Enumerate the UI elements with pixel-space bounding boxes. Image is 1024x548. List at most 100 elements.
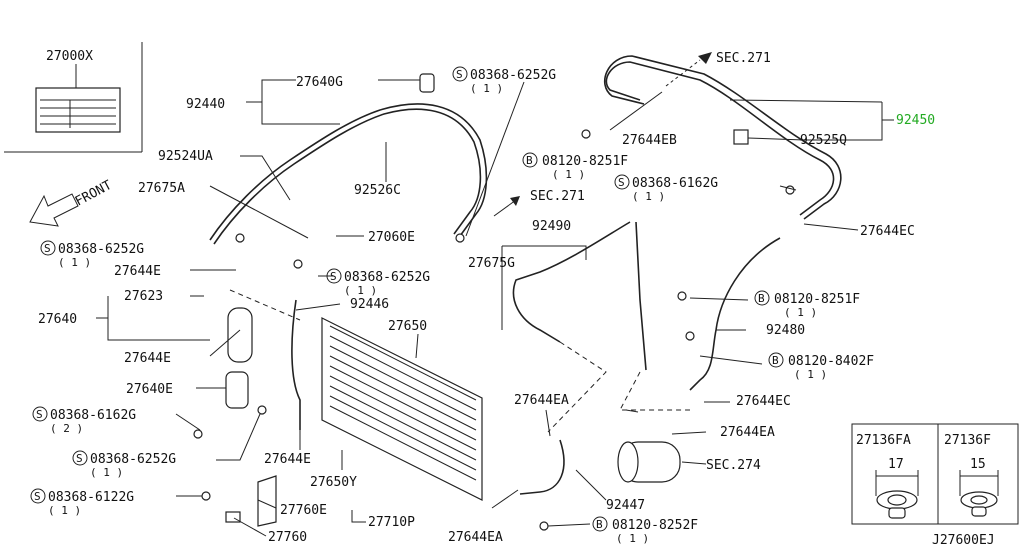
screw-prefix: S — [36, 408, 43, 421]
screw-callout[interactable]: S 08368-6162G ( 1 ) — [614, 174, 718, 203]
screw-prefix: S — [76, 452, 83, 465]
part-27675g[interactable]: 27675G — [468, 256, 515, 271]
part-92524ua[interactable]: 92524UA — [158, 149, 213, 164]
bolt-callout[interactable]: B 08120-8251F ( 1 ) — [522, 152, 628, 181]
part-27675a[interactable]: 27675A — [138, 181, 185, 196]
part-27644e-lower[interactable]: 27644E — [124, 351, 171, 366]
screw-callout[interactable]: S 08368-6252G ( 1 ) — [40, 240, 144, 269]
part-27650[interactable]: 27650 — [388, 319, 427, 334]
part-27060e[interactable]: 27060E — [368, 230, 415, 245]
part-92480[interactable]: 92480 — [766, 323, 805, 338]
sec-271-center[interactable]: SEC.271 — [530, 189, 585, 204]
screw-callouts: S 08368-6252G ( 1 ) S 08368-6162G ( 1 ) … — [30, 66, 718, 517]
screw-code: 08368-6122G — [48, 490, 134, 505]
screw-code: 08368-6252G — [90, 452, 176, 467]
screw-callout[interactable]: S 08368-6252G ( 1 ) — [326, 268, 430, 297]
bolt-code: 08120-8251F — [774, 292, 860, 307]
bolt-callout[interactable]: B 08120-8252F ( 1 ) — [592, 516, 698, 545]
part-27640[interactable]: 27640 — [38, 312, 77, 327]
bolt-callouts: B 08120-8251F ( 1 ) B 08120-8251F ( 1 ) … — [522, 152, 874, 545]
screw-qty: ( 2 ) — [50, 422, 83, 435]
bolt-qty: ( 1 ) — [552, 168, 585, 181]
part-27760[interactable]: 27760 — [268, 530, 307, 545]
part-27000x[interactable]: 27000X — [46, 49, 93, 64]
part-27710p[interactable]: 27710P — [368, 515, 415, 530]
condenser[interactable] — [321, 317, 483, 501]
inset-col1-dim: 17 — [888, 457, 904, 472]
diagram-id: J27600EJ — [932, 533, 995, 548]
part-92525q[interactable]: 92525Q — [800, 133, 847, 148]
bolt-prefix: B — [772, 354, 779, 367]
inset-col2-dim: 15 — [970, 457, 986, 472]
leader-lines — [96, 79, 894, 537]
bolt-code: 08120-8251F — [542, 154, 628, 169]
screw-code: 08368-6162G — [632, 176, 718, 191]
part-92447[interactable]: 92447 — [606, 498, 645, 513]
part-27644ea-bottom[interactable]: 27644EA — [448, 530, 503, 545]
part-27644ec-lower[interactable]: 27644EC — [736, 394, 791, 409]
part-92440[interactable]: 92440 — [186, 97, 225, 112]
part-27760[interactable] — [225, 511, 241, 523]
part-27644ea-right[interactable]: 27644EA — [720, 425, 775, 440]
inset-col1-title[interactable]: 27136FA — [856, 433, 911, 448]
sec-arrows — [493, 52, 712, 217]
drier-bracket[interactable] — [225, 371, 249, 409]
part-27640g[interactable]: 27640G — [296, 75, 343, 90]
bolt-qty: ( 1 ) — [794, 368, 827, 381]
inset-col2-title[interactable]: 27136F — [944, 433, 991, 448]
bolt-prefix: B — [758, 292, 765, 305]
part-27650y[interactable]: 27650Y — [310, 475, 357, 490]
sec-274[interactable]: SEC.274 — [706, 458, 761, 473]
front-arrow: FRONT — [29, 178, 115, 227]
part-27760e[interactable]: 27760E — [280, 503, 327, 518]
screw-qty: ( 1 ) — [58, 256, 91, 269]
screw-code: 08368-6252G — [470, 68, 556, 83]
part-27644eb[interactable]: 27644EB — [622, 133, 677, 148]
bolt-code: 08120-8402F — [788, 354, 874, 369]
bolt-callout[interactable]: B 08120-8251F ( 1 ) — [754, 290, 860, 319]
part-92450[interactable]: 92450 — [896, 113, 935, 128]
label-box-27000x: 27000X — [4, 42, 143, 153]
bolt-qty: ( 1 ) — [784, 306, 817, 319]
part-27644ea-left[interactable]: 27644EA — [514, 393, 569, 408]
screw-code: 08368-6162G — [50, 408, 136, 423]
bolt-callout[interactable]: B 08120-8402F ( 1 ) — [768, 352, 874, 381]
bolt-qty: ( 1 ) — [616, 532, 649, 545]
part-92526c[interactable]: 92526C — [354, 183, 401, 198]
screw-callout[interactable]: S 08368-6252G ( 1 ) — [452, 66, 556, 95]
sec-271-right[interactable]: SEC.271 — [716, 51, 771, 66]
screw-callout[interactable]: S 08368-6162G ( 2 ) — [32, 406, 136, 435]
part-92446[interactable]: 92446 — [350, 297, 389, 312]
part-27623[interactable]: 27623 — [124, 289, 163, 304]
part-27640e[interactable]: 27640E — [126, 382, 173, 397]
part-27644e-condenser[interactable]: 27644E — [264, 452, 311, 467]
bolt-code: 08120-8252F — [612, 518, 698, 533]
bolt-prefix: B — [526, 154, 533, 167]
compressor[interactable] — [617, 441, 681, 483]
fasteners — [193, 129, 795, 531]
screw-prefix: S — [44, 242, 51, 255]
components — [225, 73, 749, 527]
screw-qty: ( 1 ) — [48, 504, 81, 517]
screw-prefix: S — [34, 490, 41, 503]
screw-prefix: S — [456, 68, 463, 81]
screw-prefix: S — [330, 270, 337, 283]
screw-qty: ( 1 ) — [470, 82, 503, 95]
part-27644e-upper[interactable]: 27644E — [114, 264, 161, 279]
screw-qty: ( 1 ) — [344, 284, 377, 297]
front-label: FRONT — [73, 178, 115, 210]
screw-callout[interactable]: S 08368-6252G ( 1 ) — [72, 450, 176, 479]
screw-code: 08368-6252G — [58, 242, 144, 257]
screw-prefix: S — [618, 176, 625, 189]
screw-callout[interactable]: S 08368-6122G ( 1 ) — [30, 488, 134, 517]
inset-clips-table: 27136FA 27136F 17 15 — [851, 423, 1019, 525]
bolt-prefix: B — [596, 518, 603, 531]
part-labels: 27640G 92440 92524UA 27675A 92526C 27060… — [38, 51, 995, 548]
screw-qty: ( 1 ) — [632, 190, 665, 203]
bracket-27710p[interactable] — [257, 475, 277, 527]
screw-qty: ( 1 ) — [90, 466, 123, 479]
receiver-drier[interactable] — [227, 307, 253, 363]
part-27644ec-upper[interactable]: 27644EC — [860, 224, 915, 239]
part-92490[interactable]: 92490 — [532, 219, 571, 234]
